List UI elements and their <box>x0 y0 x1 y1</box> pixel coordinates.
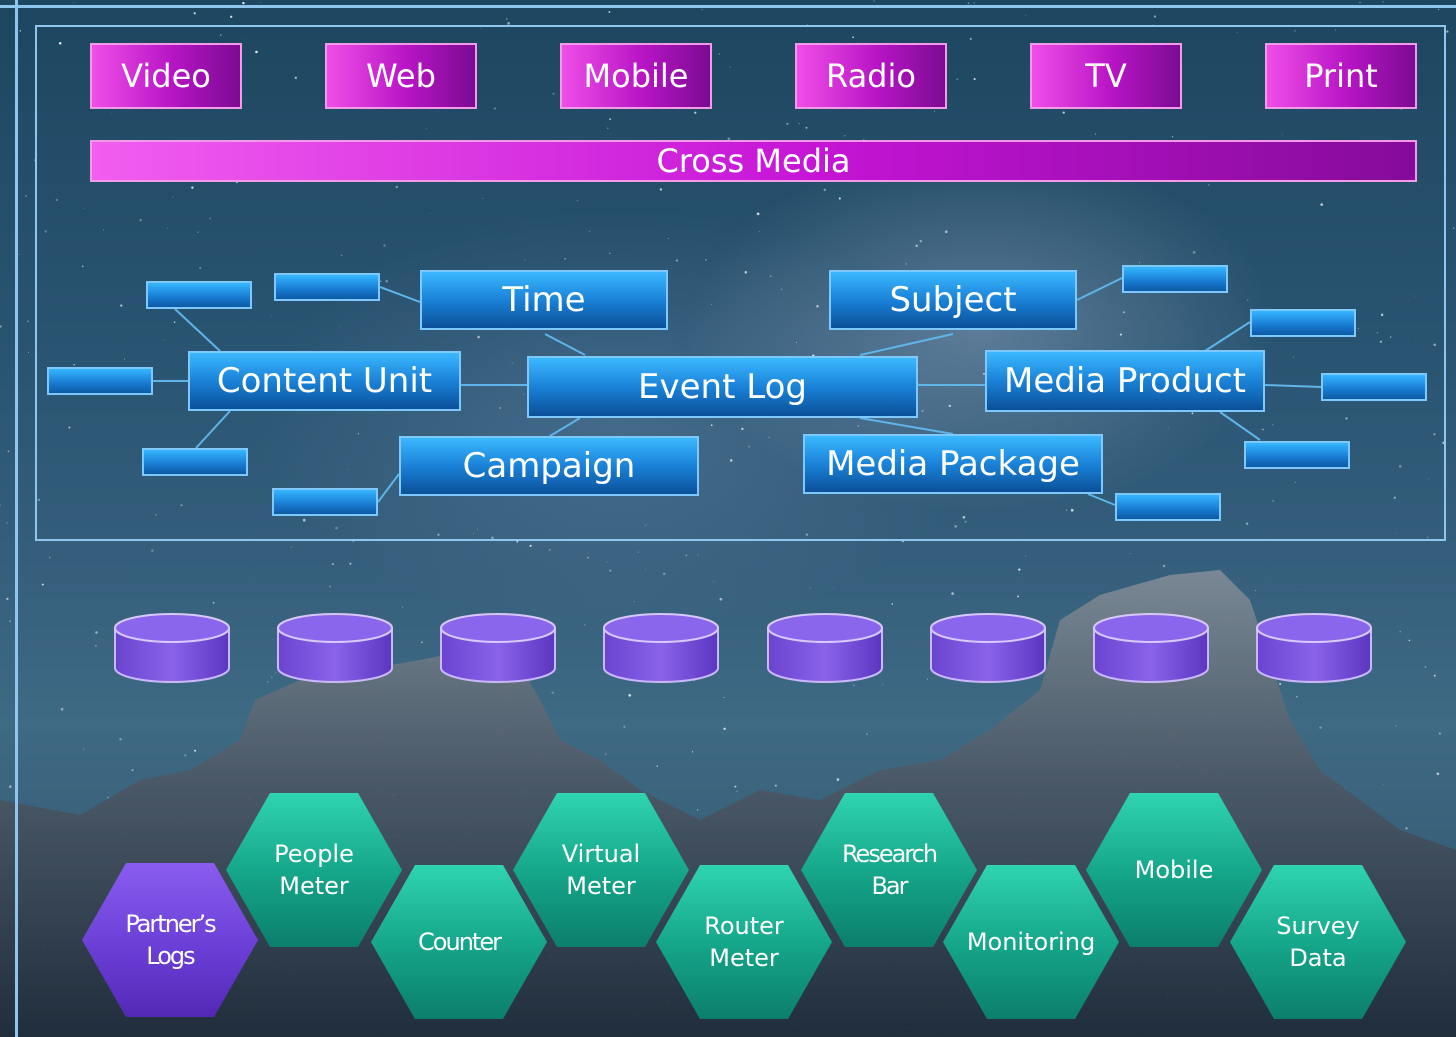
source-label: Partner’s Logs <box>125 910 216 970</box>
entity-campaign[interactable]: Campaign <box>399 436 699 496</box>
source-survey-data[interactable]: Survey Data <box>1230 865 1406 1019</box>
attribute-box[interactable] <box>274 273 380 301</box>
media-mobile[interactable]: Mobile <box>560 43 712 109</box>
entity-subject[interactable]: Subject <box>829 270 1077 330</box>
attribute-box[interactable] <box>1122 265 1228 293</box>
entity-media-product[interactable]: Media Product <box>985 350 1265 412</box>
source-mobile[interactable]: Mobile <box>1086 793 1262 947</box>
source-label: Survey Data <box>1276 912 1360 972</box>
source-label: Virtual Meter <box>561 840 641 900</box>
attribute-box[interactable] <box>272 488 378 516</box>
entity-content-unit[interactable]: Content Unit <box>188 351 461 411</box>
database-icon <box>1093 613 1209 683</box>
source-people-meter[interactable]: People Meter <box>226 793 402 947</box>
media-tv[interactable]: TV <box>1030 43 1182 109</box>
source-label: Research Bar <box>841 840 938 900</box>
database-icon <box>603 613 719 683</box>
attribute-box[interactable] <box>142 448 248 476</box>
attribute-box[interactable] <box>146 281 252 309</box>
source-label: Counter <box>418 928 502 956</box>
media-radio[interactable]: Radio <box>795 43 947 109</box>
database-icon <box>277 613 393 683</box>
source-label: Router Meter <box>704 912 784 972</box>
source-label: Monitoring <box>966 928 1096 956</box>
attribute-box[interactable] <box>1244 441 1350 469</box>
attribute-box[interactable] <box>1321 373 1427 401</box>
media-video[interactable]: Video <box>90 43 242 109</box>
source-partners-logs[interactable]: Partner’s Logs <box>82 863 258 1017</box>
semantic-layer-panel <box>35 25 1446 541</box>
database-icon <box>767 613 883 683</box>
frame-left-border <box>0 0 18 1037</box>
attribute-box[interactable] <box>1115 493 1221 521</box>
entity-media-package[interactable]: Media Package <box>803 434 1103 494</box>
entity-time[interactable]: Time <box>420 270 668 330</box>
database-icon <box>1256 613 1372 683</box>
frame-top-border <box>0 0 1456 8</box>
media-web[interactable]: Web <box>325 43 477 109</box>
attribute-box[interactable] <box>47 367 153 395</box>
cross-media-bar[interactable]: Cross Media <box>90 140 1417 182</box>
source-label: Mobile <box>1134 856 1214 884</box>
media-print[interactable]: Print <box>1265 43 1417 109</box>
database-icon <box>114 613 230 683</box>
source-label: People Meter <box>274 840 354 900</box>
entity-event-log[interactable]: Event Log <box>527 356 918 418</box>
attribute-box[interactable] <box>1250 309 1356 337</box>
database-icon <box>930 613 1046 683</box>
database-icon <box>440 613 556 683</box>
